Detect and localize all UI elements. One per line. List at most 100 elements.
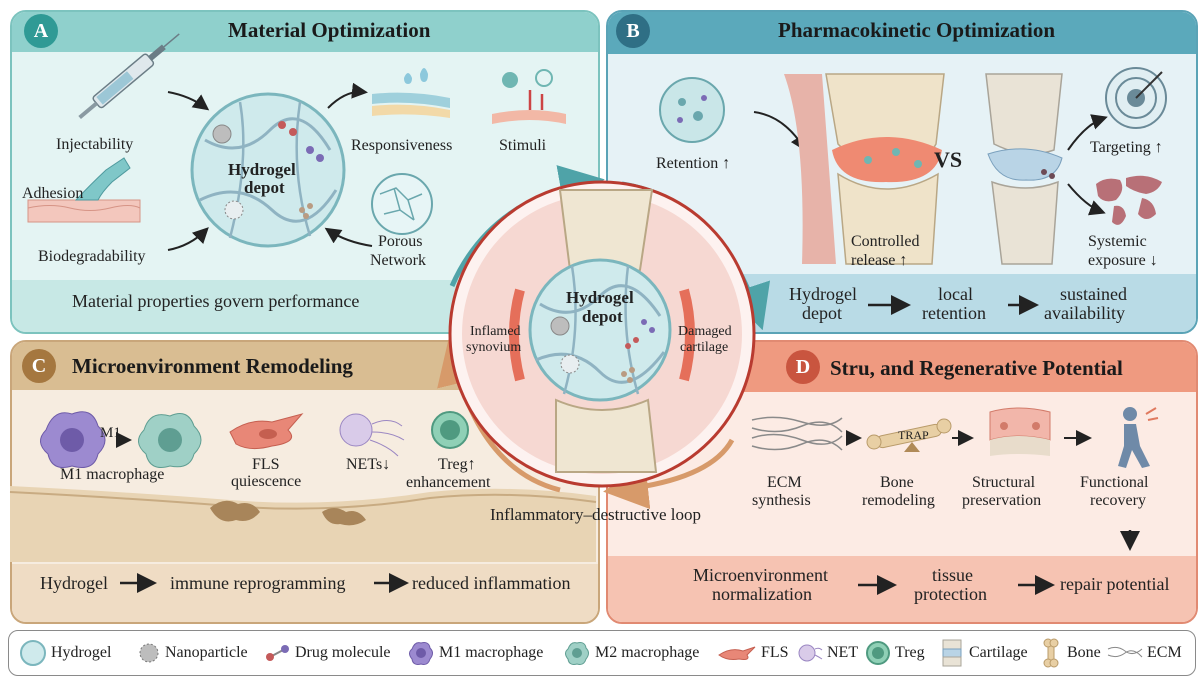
- panel-a-illustration: [27, 33, 566, 251]
- label-adhesion: Adhesion: [22, 185, 84, 202]
- center-damaged: Damaged: [678, 324, 732, 339]
- label-quiescence: quiescence: [231, 473, 302, 490]
- panel-a-header: [12, 12, 598, 52]
- structural-preservation-icon: [989, 407, 1051, 456]
- legend-label: Nanoparticle: [165, 644, 248, 661]
- treg-icon: [866, 641, 890, 665]
- legend-label: Hydrogel: [51, 644, 112, 661]
- panel-b-illustration: [659, 67, 1167, 265]
- panel-d-illustration: [751, 407, 1159, 551]
- d-step-3-line2: preservation: [962, 492, 1042, 509]
- inflamed-knee-icon: [784, 73, 945, 265]
- b-flow-1-line2: depot: [802, 303, 842, 323]
- b-flow-2-line2: retention: [922, 303, 986, 323]
- legend-label: M1 macrophage: [439, 644, 544, 661]
- legend-label: Treg: [895, 644, 925, 661]
- panel-b-header: [608, 12, 1196, 54]
- legend-item-cartilage: Cartilage: [939, 631, 1028, 675]
- legend-label: Bone: [1067, 644, 1101, 661]
- m2-macrophage-icon: [565, 642, 589, 665]
- hydrogel-icon: [20, 640, 46, 666]
- legend-item-hydrogel: Hydrogel: [19, 631, 111, 675]
- adhesion-skin-icon: [27, 157, 141, 223]
- net-cell-icon: [339, 413, 405, 457]
- label-release: release ↑: [851, 252, 908, 269]
- label-biodegradability: Biodegradability: [38, 248, 146, 265]
- ecm-icon: [1107, 646, 1143, 658]
- center-depot-2: depot: [582, 307, 623, 326]
- legend-label: M2 macrophage: [595, 644, 700, 661]
- panel-c-illustration: [9, 411, 597, 562]
- legend-item-net: NET: [797, 631, 858, 675]
- healthy-knee-icon: [985, 73, 1063, 265]
- b-flow-3-line2: availability: [1044, 303, 1125, 323]
- d-flow-1-line2: normalization: [712, 584, 812, 604]
- center-depot-1: Hydrogel: [566, 288, 634, 307]
- panel-d-title: Stru, and Regenerative Potential: [830, 356, 1123, 380]
- badge-a: A: [24, 14, 58, 48]
- d-step-2-line1: Bone: [880, 474, 914, 491]
- m1-macrophage-cell-icon: [40, 411, 106, 468]
- syringe-icon: [78, 33, 180, 120]
- panel-c-microenvironment-remodeling: [10, 340, 600, 624]
- d-flow-2-line2: protection: [914, 584, 987, 604]
- treg-cell-icon: [431, 411, 469, 449]
- center-synovium: synovium: [466, 340, 522, 355]
- badge-c: C: [22, 349, 56, 383]
- label-nets: NETs↓: [346, 456, 391, 473]
- c-flow-hydrogel: Hydrogel: [40, 573, 108, 593]
- panel-c-footer-band: [12, 564, 598, 622]
- legend-item-bone: Bone: [1039, 631, 1101, 675]
- legend-label: FLS: [761, 644, 789, 661]
- panel-a-title: Material Optimization: [228, 18, 431, 42]
- legend-item-nanoparticle: Nanoparticle: [137, 631, 248, 675]
- center-inflamed: Inflamed: [470, 324, 521, 339]
- label-trap: TRAP: [898, 428, 929, 442]
- fls-cell-icon: [229, 413, 304, 450]
- legend: Hydrogel Nanoparticle Drug molecule M1 m…: [8, 630, 1196, 676]
- d-flow-3: repair potential: [1060, 574, 1170, 594]
- label-fls: FLS: [252, 456, 280, 473]
- label-injectability: Injectability: [56, 136, 134, 153]
- center-cartilage: cartilage: [680, 340, 729, 355]
- stimuli-icon: [492, 69, 566, 124]
- panel-b-title: Pharmacokinetic Optimization: [778, 18, 1056, 42]
- bone-icon: [1043, 638, 1059, 668]
- label-exposure: exposure ↓: [1088, 252, 1158, 269]
- panel-c-title: Microenvironment Remodeling: [72, 354, 353, 378]
- d-step-1-line2: synthesis: [752, 492, 811, 509]
- legend-item-fls: FLS: [717, 631, 789, 675]
- c-flow-immune: immune reprogramming: [170, 573, 346, 593]
- b-flow-2-line1: local: [938, 284, 973, 304]
- m2-macrophage-cell-icon: [138, 413, 202, 468]
- badge-d: D: [786, 350, 820, 384]
- legend-item-treg: Treg: [865, 631, 925, 675]
- d-step-1-line1: ECM: [767, 474, 802, 491]
- label-m1-macrophage: M1 macrophage: [60, 466, 165, 483]
- c-flow-reduced: reduced inflammation: [412, 573, 571, 593]
- bone-erosion-icon: [210, 500, 366, 526]
- world-map-icon: [1096, 175, 1162, 225]
- label-responsiveness: Responsiveness: [351, 137, 453, 154]
- drug-molecule-icon: [266, 645, 289, 661]
- label-targeting: Targeting ↑: [1090, 139, 1163, 156]
- m1-macrophage-icon: [409, 642, 433, 665]
- panel-d-footer-band: [608, 556, 1196, 622]
- label-treg: Treg↑: [438, 456, 476, 473]
- retention-sphere-icon: [659, 77, 725, 143]
- legend-item-m2-macrophage: M2 macrophage: [563, 631, 699, 675]
- label-m1-arrow: M1: [100, 425, 121, 441]
- badge-b: B: [616, 14, 650, 48]
- legend-label: Drug molecule: [295, 644, 391, 661]
- d-flow-1-line1: Microenvironment: [693, 565, 828, 585]
- label-porous: Porous: [378, 233, 423, 250]
- target-icon: [1105, 67, 1167, 129]
- fls-icon: [718, 646, 756, 660]
- b-flow-3-line1: sustained: [1060, 284, 1127, 304]
- nanoparticle-icon: [139, 643, 159, 663]
- depot-label-a-2: depot: [244, 178, 285, 197]
- b-flow-1-line1: Hydrogel: [789, 284, 857, 304]
- cartilage-icon: [942, 639, 962, 667]
- bone-remodeling-icon: [866, 418, 952, 452]
